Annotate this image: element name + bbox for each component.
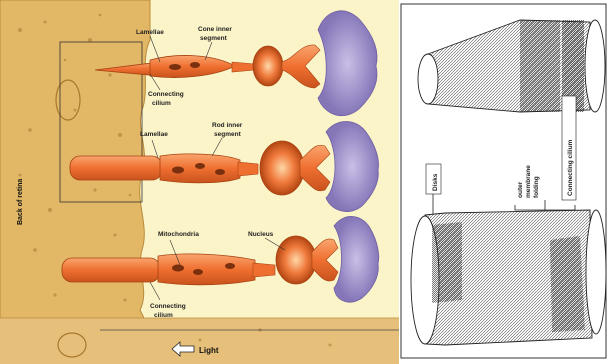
label-rod-inner-segment: segment — [214, 131, 242, 138]
rod-nucleus — [276, 236, 316, 284]
cone-fiber — [232, 62, 255, 72]
label-mitochondria: Mitochondria — [158, 231, 199, 238]
mitochondrion — [225, 263, 235, 269]
label-disks: Disks — [432, 173, 439, 191]
mitochondrion — [172, 265, 184, 272]
rod-outer-segment-detail — [411, 210, 606, 345]
label-nucleus: Nucleus — [248, 231, 274, 238]
label-connecting-cilium-top: Connecting — [148, 91, 184, 98]
rod-fiber — [253, 263, 275, 277]
rod-outer-segment — [70, 156, 162, 180]
disks-label-box: Disks — [426, 164, 441, 194]
label-connecting-cilium-top: cilium — [152, 100, 171, 107]
right-panel: Disks outer membrane folding Connecting … — [399, 0, 609, 364]
rod-fiber — [238, 162, 258, 176]
label-rod-inner-segment: Rod inner — [212, 122, 243, 129]
mitochondrion — [195, 163, 205, 169]
mitochondrion — [172, 167, 184, 174]
left-panel: Lamellae Cone inner segment Connecting c… — [0, 0, 399, 364]
label-cone-inner-segment: segment — [200, 35, 228, 42]
label-back-of-retina: Back of retina — [17, 179, 24, 225]
mitochondrion — [169, 64, 181, 70]
mitochondrion — [193, 269, 203, 275]
rod-outer-segment — [62, 258, 160, 282]
label-outer-membrane-folding: membrane — [525, 165, 532, 198]
mitochondrion — [190, 62, 200, 68]
label-connecting-cilium-right: Connecting cilium — [567, 139, 574, 196]
label-outer-membrane-folding: folding — [533, 176, 540, 198]
cone-nucleus — [253, 46, 283, 86]
label-outer-membrane-folding: outer — [517, 181, 524, 198]
label-connecting-cilium-bottom: cilium — [154, 312, 173, 319]
connecting-cilium-label-box: Connecting cilium — [562, 96, 576, 200]
label-lamellae-mid: Lamellae — [140, 131, 168, 138]
label-connecting-cilium-bottom: Connecting — [150, 303, 186, 310]
rod-nucleus — [260, 141, 304, 195]
label-lamellae-top: Lamellae — [136, 29, 164, 36]
label-light: Light — [199, 346, 219, 355]
mitochondrion — [215, 169, 225, 175]
label-cone-inner-segment: Cone inner — [198, 26, 232, 33]
